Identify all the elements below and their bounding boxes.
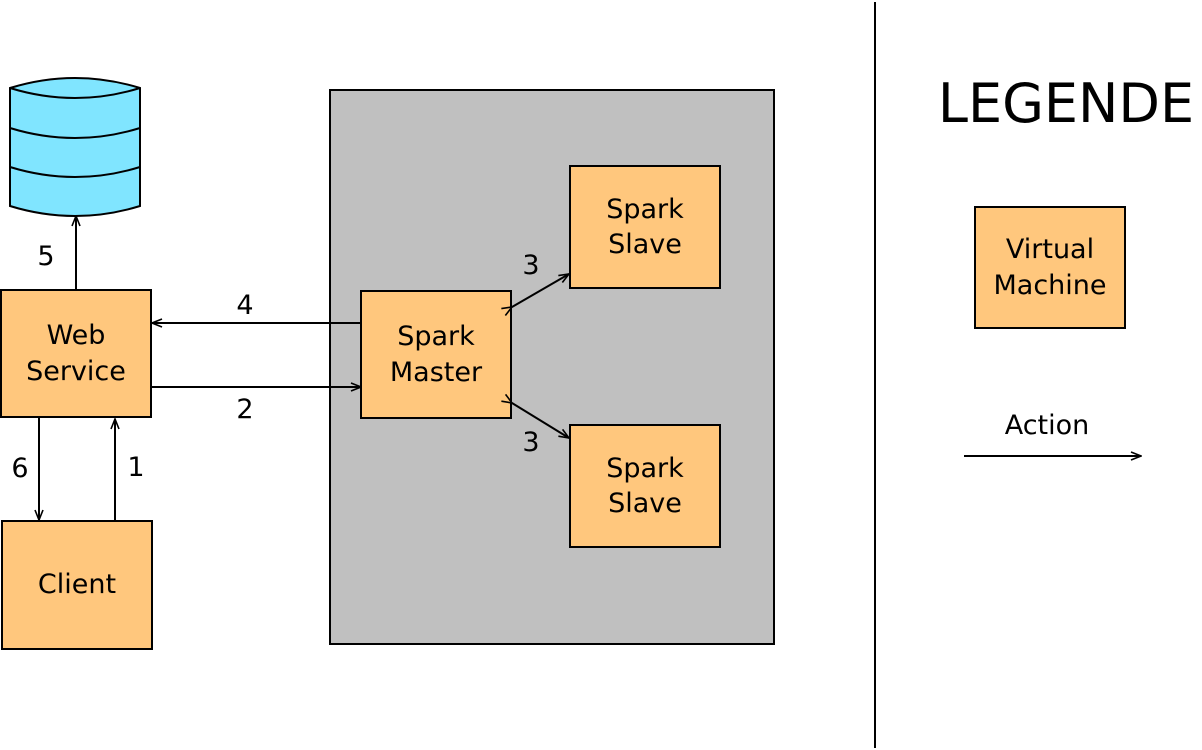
spark-master-box (360, 290, 512, 419)
step-label-6: 6 (11, 453, 28, 484)
spark-slave-bottom-box (569, 424, 721, 548)
client-box (1, 520, 153, 650)
step-label-5: 5 (37, 241, 54, 272)
spark-slave-top-box (569, 165, 721, 289)
web-service-label-line1: Web (47, 320, 106, 351)
database-body (9, 77, 141, 217)
web-service-node[interactable]: Web Service (0, 289, 152, 418)
legend-vm-label-line2: Machine (993, 270, 1106, 301)
legend-vm-box (974, 206, 1126, 329)
step-label-3-top: 3 (522, 250, 539, 281)
spark-slave-bottom-label-line2: Slave (608, 488, 682, 519)
client-node[interactable]: Client (1, 520, 153, 650)
spark-slave-bottom-node[interactable]: Spark Slave (569, 424, 721, 548)
web-service-box (0, 289, 152, 418)
spark-master-label-line2: Master (390, 357, 483, 388)
legend-action-label: Action (1005, 410, 1090, 441)
database-ring-top (9, 87, 141, 99)
legend: LEGENDE Virtual Machine Action (938, 72, 1194, 456)
step-label-4: 4 (236, 290, 253, 321)
step-label-1: 1 (127, 452, 144, 483)
web-service-label-line2: Service (26, 356, 126, 387)
step-label-2: 2 (236, 394, 253, 425)
database-ring-middle (9, 127, 141, 139)
spark-slave-top-label-line1: Spark (606, 194, 684, 225)
edge-master-slave-top (512, 274, 569, 307)
spark-master-label-line1: Spark (397, 321, 475, 352)
spark-slave-top-node[interactable]: Spark Slave (569, 165, 721, 289)
spark-slave-top-label-line2: Slave (608, 229, 682, 260)
database-ring-bottom (9, 166, 141, 178)
database-icon (9, 77, 141, 217)
edge-master-slave-bottom (512, 403, 569, 438)
step-label-3-bottom: 3 (522, 427, 539, 458)
legend-vm-label-line1: Virtual (1006, 234, 1094, 265)
legend-title: LEGENDE (938, 72, 1194, 135)
client-label: Client (38, 569, 116, 600)
spark-master-node[interactable]: Spark Master (360, 290, 512, 419)
spark-slave-bottom-label-line1: Spark (606, 453, 684, 484)
